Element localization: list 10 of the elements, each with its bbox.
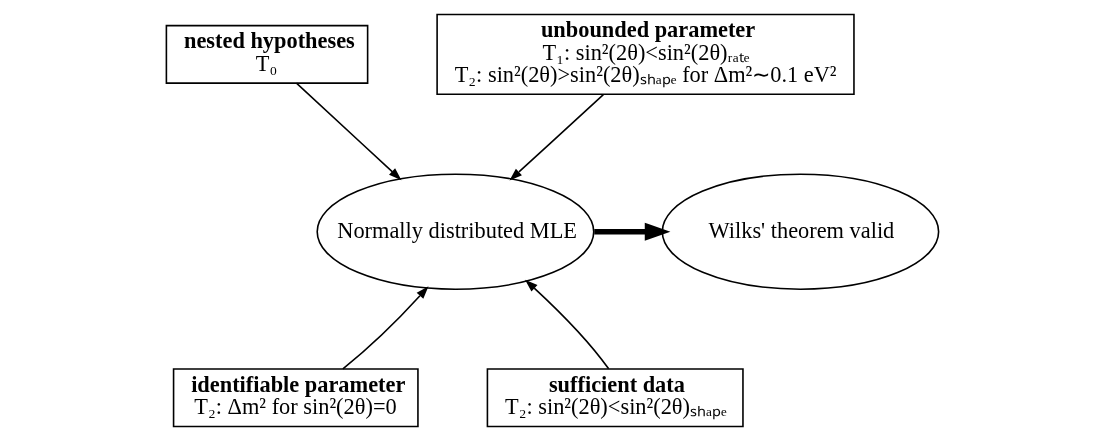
arrow [342, 286, 429, 370]
arrow [509, 93, 605, 181]
node-box: nested hypotheses T₀ [165, 24, 369, 84]
arrow [525, 279, 610, 370]
node-ellipse: Wilks' theorem valid [661, 173, 940, 290]
node-box: sufficient data T₂: sin²(2θ)<sin²(2θ)ₛₕₐₚₑ [486, 368, 744, 428]
arrow [594, 222, 671, 241]
arrow [295, 82, 402, 181]
node-box: unbounded parameter T₁: sin²(2θ)<sin²(2θ)ᵣₐₜₑ T₂: sin²(2θ)>sin²(2θ)ₛₕₐₚₑ for Δm²∼0.1 eV² [436, 13, 855, 96]
node-box: identifiable parameter T₂: Δm² for sin²(2θ)=0 [172, 368, 419, 428]
